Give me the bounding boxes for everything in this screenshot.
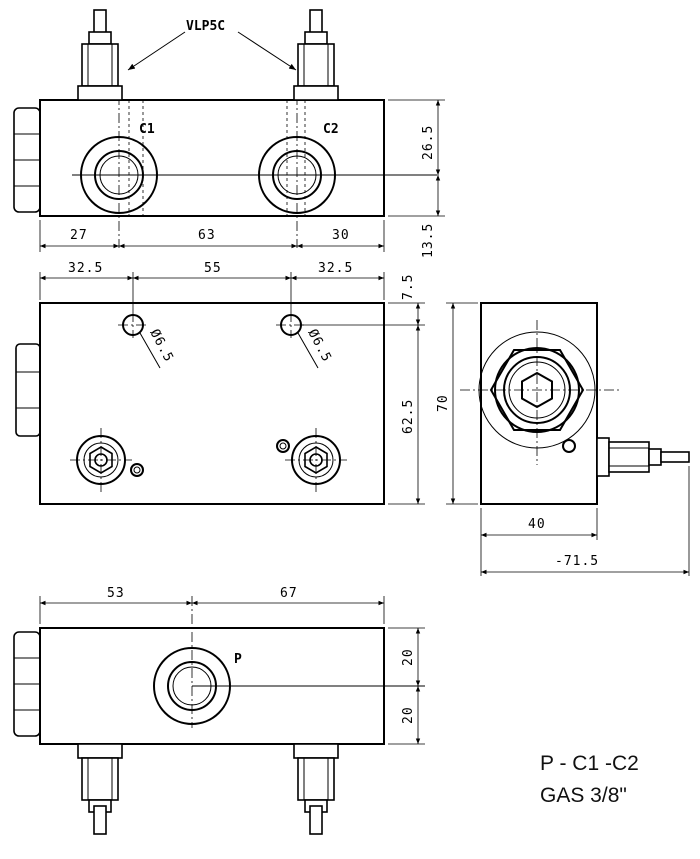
cartridge-side [596, 437, 690, 477]
dim-front-height-1: 7.5 [401, 274, 416, 300]
valve-body-side [480, 302, 598, 505]
port-p-label: P [234, 652, 242, 667]
front-view: Ø6.5 Ø6.5 [15, 261, 425, 505]
ports-note: P - C1 -C2 [540, 752, 639, 775]
cartridge-top-right [293, 9, 339, 101]
cartridge-bottom-right [293, 743, 339, 835]
mounting-hole-left [118, 312, 161, 369]
hex-plug-bottom [13, 631, 41, 737]
valve-label: VLP5C [186, 19, 225, 34]
bottom-view: P 53 67 20 20 [13, 586, 425, 835]
dim-front-width-2: 55 [204, 261, 222, 276]
dim-top-height-1: 26.5 [421, 125, 436, 160]
dim-side-overall: -71.5 [555, 554, 599, 569]
dim-top-width-3: 30 [332, 228, 350, 243]
dim-bottom-height-2: 20 [401, 706, 416, 724]
thread-note: GAS 3/8" [540, 784, 627, 807]
dim-side-width: 40 [528, 517, 546, 532]
dim-bottom-width-2: 67 [280, 586, 298, 601]
cartridge-end-left [70, 428, 144, 494]
port-c1-label: C1 [139, 122, 155, 137]
valve-body-top [39, 99, 385, 217]
dim-front-width-1: 32.5 [68, 261, 103, 276]
dim-side-height: 70 [436, 394, 451, 412]
dim-top-width-1: 27 [70, 228, 88, 243]
dim-front-width-3: 32.5 [318, 261, 353, 276]
port-c2-label: C2 [323, 122, 339, 137]
cartridge-end-right [276, 428, 347, 494]
dim-top-height-2: 13.5 [421, 223, 436, 258]
hex-plug-front [15, 343, 41, 437]
dim-bottom-width-1: 53 [107, 586, 125, 601]
cartridge-top-left [77, 9, 123, 101]
hole-dia-1-label: Ø6.5 [146, 327, 176, 365]
hole-dia-2-label: Ø6.5 [304, 327, 334, 365]
side-view: 70 40 -71.5 [436, 302, 690, 576]
top-view: VLP5C C1 C2 27 63 30 26.5 13.5 [13, 9, 445, 258]
valve-body-front [39, 302, 385, 505]
cartridge-bottom-left [77, 743, 123, 835]
dim-bottom-height-1: 20 [401, 648, 416, 666]
hex-plug-top [13, 107, 41, 213]
dim-front-height-2: 62.5 [401, 399, 416, 434]
dim-top-width-2: 63 [198, 228, 216, 243]
